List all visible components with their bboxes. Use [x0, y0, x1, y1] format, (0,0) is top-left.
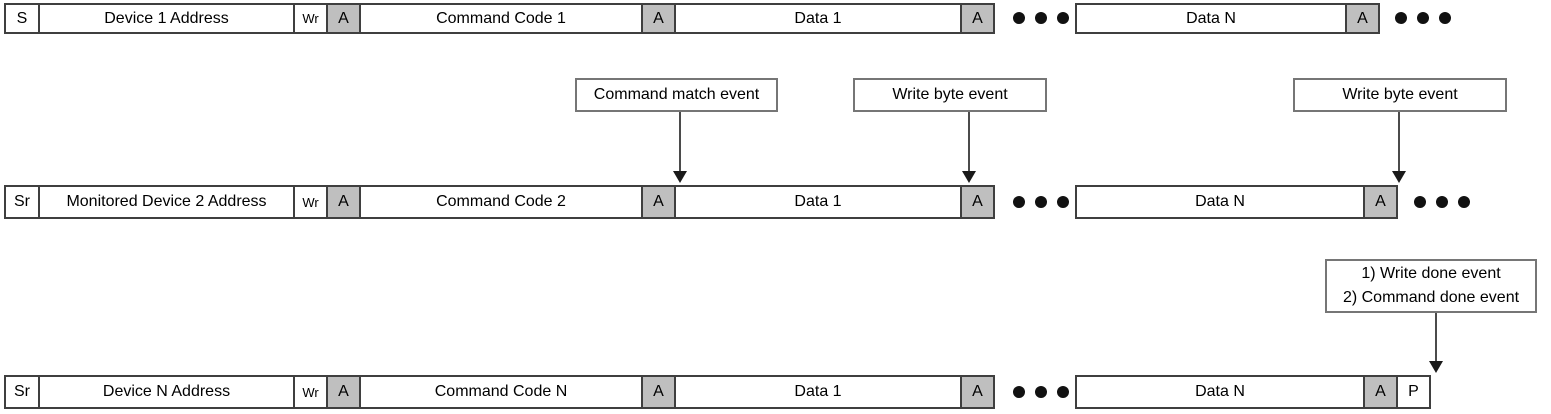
dot [1035, 196, 1047, 208]
arrow-down-icon [673, 171, 687, 183]
frame-row-3-tail: Data N A P [1075, 375, 1431, 409]
callout-write-done-event: 1) Write done event 2) Command done even… [1325, 259, 1537, 313]
stop-condition-cell: P [1396, 377, 1429, 407]
address-cell: Device N Address [38, 377, 293, 407]
ellipsis-dots [1414, 196, 1470, 208]
data-cell: Data 1 [674, 5, 960, 32]
ack-cell: A [326, 377, 359, 407]
ellipsis-dots [1013, 12, 1069, 24]
ack-cell: A [1363, 187, 1396, 217]
write-bit-cell: Wr [293, 377, 326, 407]
callout-label: Write byte event [892, 86, 1008, 103]
ack-cell: A [326, 187, 359, 217]
ack-cell: A [1363, 377, 1396, 407]
command-code-cell: Command Code N [359, 377, 641, 407]
write-bit-cell: Wr [293, 187, 326, 217]
data-cell: Data 1 [674, 377, 960, 407]
arrow-line [1398, 112, 1400, 172]
ack-cell: A [326, 5, 359, 32]
dot [1439, 12, 1451, 24]
dot [1395, 12, 1407, 24]
dot [1436, 196, 1448, 208]
data-cell: Data N [1077, 5, 1345, 32]
dot [1458, 196, 1470, 208]
address-cell: Device 1 Address [38, 5, 293, 32]
dot [1057, 196, 1069, 208]
ellipsis-dots [1395, 12, 1451, 24]
dot [1013, 386, 1025, 398]
data-cell: Data 1 [674, 187, 960, 217]
frame-row-1-tail: Data N A [1075, 3, 1380, 34]
dot [1057, 12, 1069, 24]
data-cell: Data N [1077, 377, 1363, 407]
arrow-line [1435, 313, 1437, 362]
address-cell: Monitored Device 2 Address [38, 187, 293, 217]
ack-cell: A [641, 187, 674, 217]
frame-row-3-main: Sr Device N Address Wr A Command Code N … [4, 375, 995, 409]
command-code-cell: Command Code 2 [359, 187, 641, 217]
dot [1057, 386, 1069, 398]
callout-label: Write byte event [1342, 86, 1458, 103]
arrow-down-icon [962, 171, 976, 183]
arrow-line [968, 112, 970, 172]
frame-row-2-main: Sr Monitored Device 2 Address Wr A Comma… [4, 185, 995, 219]
callout-write-byte-event-2: Write byte event [1293, 78, 1507, 112]
callout-label: Command match event [593, 86, 760, 103]
arrow-line [679, 112, 681, 172]
ack-cell: A [641, 377, 674, 407]
ack-cell: A [1345, 5, 1378, 32]
ack-cell: A [641, 5, 674, 32]
frame-row-1-main: S Device 1 Address Wr A Command Code 1 A… [4, 3, 995, 34]
repeated-start-cell: Sr [6, 187, 38, 217]
ellipsis-dots [1013, 386, 1069, 398]
callout-line-2: 2) Command done event [1342, 289, 1520, 306]
dot [1414, 196, 1426, 208]
dot [1035, 12, 1047, 24]
data-cell: Data N [1077, 187, 1363, 217]
dot [1013, 12, 1025, 24]
frame-row-2-tail: Data N A [1075, 185, 1398, 219]
dot [1417, 12, 1429, 24]
command-code-cell: Command Code 1 [359, 5, 641, 32]
ack-cell: A [960, 377, 993, 407]
dot [1035, 386, 1047, 398]
ellipsis-dots [1013, 196, 1069, 208]
callout-write-byte-event-1: Write byte event [853, 78, 1047, 112]
ack-cell: A [960, 5, 993, 32]
write-bit-cell: Wr [293, 5, 326, 32]
dot [1013, 196, 1025, 208]
callout-line-1: 1) Write done event [1361, 265, 1501, 282]
start-condition-cell: S [6, 5, 38, 32]
arrow-down-icon [1392, 171, 1406, 183]
ack-cell: A [960, 187, 993, 217]
arrow-down-icon [1429, 361, 1443, 373]
repeated-start-cell: Sr [6, 377, 38, 407]
callout-command-match-event: Command match event [575, 78, 778, 112]
